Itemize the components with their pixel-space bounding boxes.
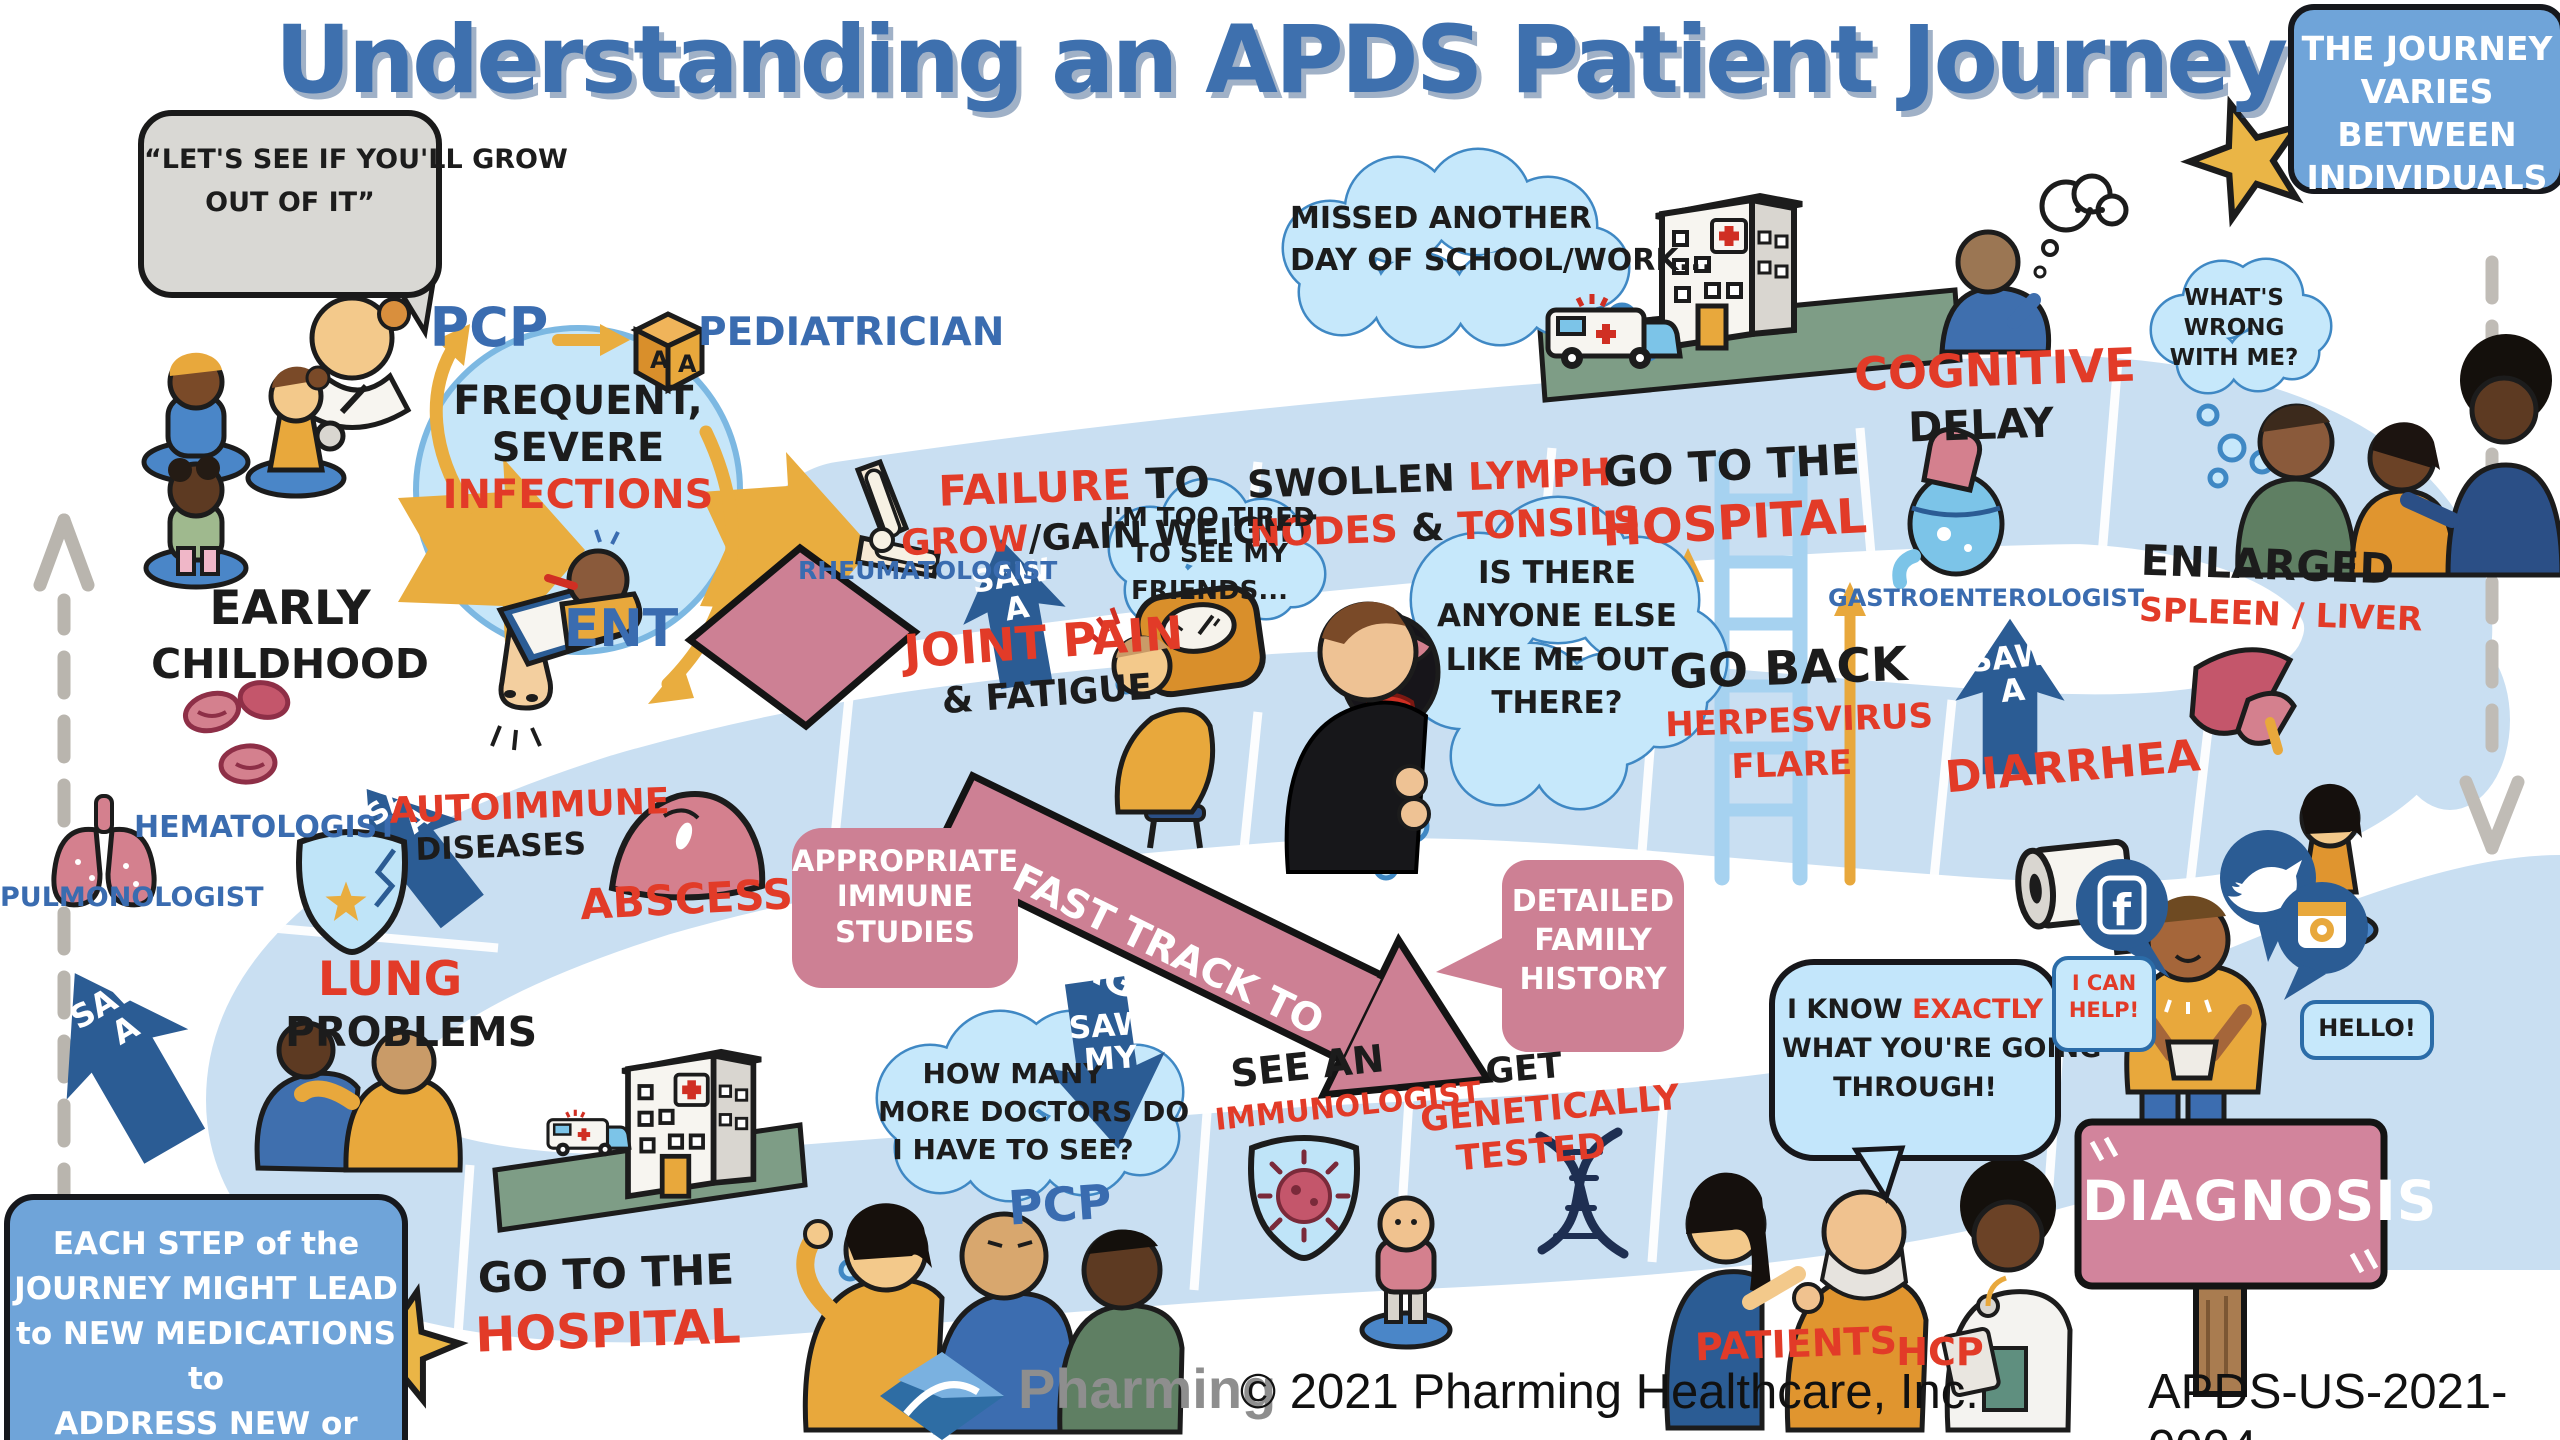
ambulance-icon-bottom bbox=[548, 1110, 630, 1157]
block-letter-a: A bbox=[650, 346, 669, 374]
fast-track-arrow bbox=[684, 543, 1494, 1099]
patients-pair-figure bbox=[1664, 1172, 1929, 1433]
pcp-bottom-label: PCP bbox=[1006, 1174, 1114, 1237]
baby-on-scale-figure bbox=[1359, 1195, 1453, 1350]
pharming-logo bbox=[880, 1352, 1004, 1440]
detailed-history-tail bbox=[1436, 935, 1508, 990]
hospital-platform-top bbox=[1537, 287, 1963, 403]
alphabet-block-icon: A A bbox=[630, 311, 708, 395]
appropriate-studies-box: APPROPRIATE IMMUNE STUDIES bbox=[792, 828, 1018, 988]
dna-icon bbox=[1535, 1127, 1629, 1259]
pcp-label: PCP bbox=[429, 296, 549, 359]
family-group bbox=[2235, 334, 2560, 578]
frequent-infections-label: FREQUENT, SEVERE INFECTIONS bbox=[442, 378, 714, 519]
page-title: Understanding an APDS Patient Journey bbox=[274, 6, 2289, 115]
social-media-bubbles: f bbox=[2076, 830, 2368, 1000]
pharming-brand-label: Pharming bbox=[1018, 1357, 1277, 1420]
i-know-exactly-label: I KNOW EXACTLY WHAT YOU'RE GOING THROUGH… bbox=[1782, 994, 2102, 1104]
pulmonologist-label: PULMONOLOGIST bbox=[0, 882, 264, 913]
twitter-bird-icon bbox=[2228, 860, 2302, 913]
abscess-icon bbox=[608, 791, 766, 901]
block-letter-a2: A bbox=[678, 350, 697, 378]
saw-a-gastro-label: SAW A bbox=[1968, 636, 2051, 710]
elbow-joint-icon bbox=[854, 458, 941, 579]
fatigued-sitting-figure bbox=[1086, 607, 1216, 849]
variability-arrow-left bbox=[33, 513, 95, 1212]
approval-code-label: APDS-US-2021-0004 bbox=[2148, 1365, 2508, 1440]
hematologist-label: HEMATOLOGIST bbox=[134, 810, 398, 845]
stomach-icon bbox=[1892, 426, 2005, 589]
blood-cells-icon bbox=[183, 680, 291, 785]
lung-problems-label: LUNG PROBLEMS bbox=[285, 952, 538, 1057]
copyright-label: © 2021 Pharming Healthcare, Inc. bbox=[1240, 1365, 1979, 1419]
hcp-figure bbox=[1941, 1158, 2073, 1433]
diagnosis-sign-label: DIAGNOSIS bbox=[2082, 1169, 2438, 1233]
cycle-arrows bbox=[398, 324, 872, 704]
autoimmune-shield-icon bbox=[299, 832, 405, 952]
pediatrician-label: PEDIATRICIAN bbox=[698, 310, 1005, 355]
anyone-else-cloud bbox=[1373, 495, 1729, 881]
variability-note: THE JOURNEY VARIES BETWEEN INDIVIDUALS bbox=[2288, 4, 2560, 197]
i-can-help-bubble: I CAN HELP! bbox=[2052, 956, 2156, 1052]
child-figures bbox=[141, 352, 347, 590]
missed-school-label: MISSED ANOTHER DAY OF SCHOOL/WORK... bbox=[1290, 201, 1713, 278]
i-know-bubble bbox=[1769, 959, 2061, 1204]
how-many-doctors-label: HOW MANY MORE DOCTORS DO I HAVE TO SEE? bbox=[878, 1057, 1190, 1166]
go-back-label: GO BACK HERPESVIRUS FLARE bbox=[1664, 636, 1934, 788]
lungs-icon bbox=[51, 794, 157, 908]
genetically-tested-label: GET GENETICALLY TESTED bbox=[1418, 1045, 1682, 1180]
instagram-icon bbox=[2298, 902, 2346, 948]
too-tired-label: I'M TOO TIRED TO SEE MY FRIENDS... bbox=[1104, 503, 1315, 606]
grow-out-of-it-quote: “LET'S SEE IF YOU'LL GROW OUT OF IT” bbox=[138, 110, 568, 298]
gastroenterologist-label: GASTROENTEROLOGIST bbox=[1828, 584, 2145, 612]
hello-bubble: HELLO! bbox=[2300, 1000, 2434, 1060]
autoimmune-label: AUTOIMMUNE DISEASES bbox=[388, 781, 671, 869]
helper-with-phone-figure bbox=[2124, 895, 2267, 1169]
sick-baby-figure bbox=[496, 529, 643, 668]
cognitive-delay-figure bbox=[1939, 173, 2129, 355]
facebook-icon: f bbox=[2112, 885, 2132, 936]
rheumatologist-label: RHEUMATOLOGIST bbox=[798, 556, 1058, 585]
go-to-hospital-bottom-label: GO TO THE HOSPITAL bbox=[474, 1244, 742, 1364]
liver-icon bbox=[2189, 647, 2297, 755]
whats-wrong-label: WHAT'S WRONG WITH ME? bbox=[2169, 285, 2299, 371]
ent-label: ENT bbox=[563, 599, 679, 659]
hugging-pair-figure bbox=[254, 1020, 463, 1173]
early-childhood-label: EARLY CHILDHOOD bbox=[151, 581, 429, 688]
detailed-history-box: DETAILED FAMILY HISTORY bbox=[1502, 860, 1684, 1052]
each-step-note: EACH STEP of the JOURNEY MIGHT LEAD to N… bbox=[4, 1194, 408, 1440]
missed-school-cloud bbox=[1281, 147, 1660, 362]
anyone-else-label: IS THERE ANYONE ELSE LIKE ME OUT THERE? bbox=[1437, 555, 1677, 722]
immunology-shield-icon bbox=[1251, 1138, 1357, 1258]
enlarged-spleen-label: ENLARGED SPLEEN / LIVER bbox=[2138, 535, 2424, 639]
diagnosis-sign bbox=[2074, 1118, 2388, 1397]
joint-pain-label: JOINT PAIN & FATIGUE bbox=[901, 605, 1185, 722]
cognitive-delay-label: COGNITIVE DELAY bbox=[1853, 337, 2137, 452]
doctor-figure bbox=[300, 295, 412, 452]
praying-man-figure bbox=[1284, 601, 1431, 874]
whats-wrong-cloud bbox=[2149, 257, 2333, 489]
hcp-label: HCP bbox=[1896, 1330, 1984, 1374]
hospital-icon-bottom bbox=[622, 1052, 761, 1196]
go-to-hospital-top-label: GO TO THE HOSPITAL bbox=[1600, 434, 1869, 558]
